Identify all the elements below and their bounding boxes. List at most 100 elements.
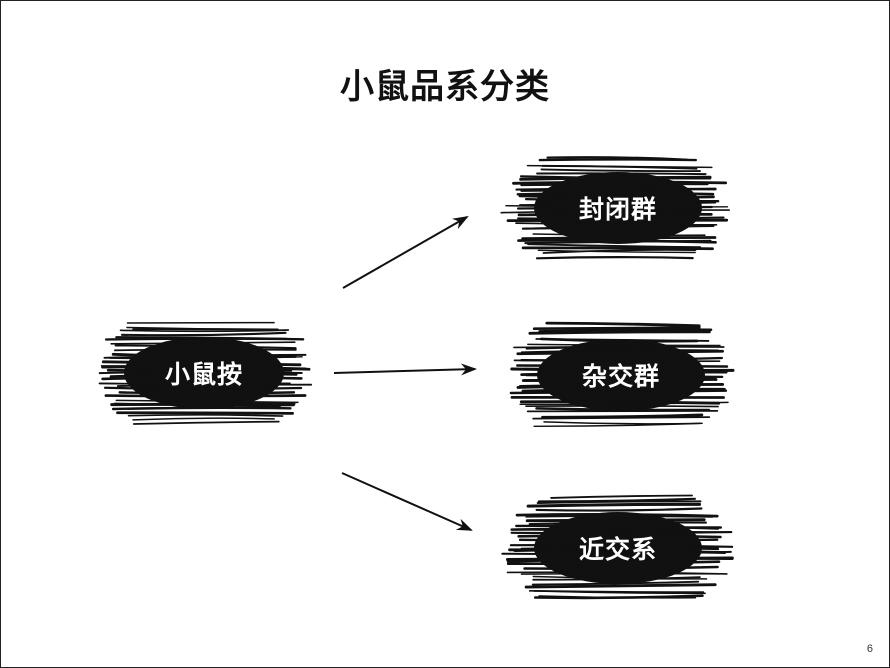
- scribble-stroke: [525, 518, 706, 523]
- scribble-stroke: [517, 534, 722, 539]
- arrow-to-inbred: [341, 472, 473, 531]
- scribble-stroke: [521, 387, 726, 393]
- scribble-stroke: [520, 187, 717, 192]
- scribble-stroke: [518, 194, 715, 199]
- source-node-label: 小鼠按: [164, 360, 244, 389]
- scribble-stroke: [538, 328, 713, 333]
- scribble-stroke: [518, 538, 719, 542]
- scribble-stroke: [528, 521, 707, 526]
- scribble-stroke: [536, 172, 707, 176]
- scribble-stroke: [114, 344, 297, 350]
- scribble-stroke: [532, 416, 711, 420]
- page-number: 6: [866, 643, 873, 655]
- scribble-stroke: [536, 500, 702, 504]
- scribble-stroke: [515, 513, 719, 518]
- scribble-stroke: [114, 348, 297, 352]
- scribble-stroke: [520, 182, 709, 187]
- scribble-stroke: [524, 367, 724, 373]
- scribble-stroke: [525, 373, 724, 379]
- scribble-stroke: [528, 330, 711, 335]
- scribble-stroke: [110, 402, 296, 407]
- scribble-stroke: [103, 353, 307, 359]
- target-node-label-closed-colony: 封闭群: [578, 195, 658, 224]
- scribble-stroke: [527, 343, 721, 347]
- scribble-stroke: [519, 201, 717, 207]
- arrow-to-hybrid: [333, 363, 477, 376]
- scribble-stroke: [532, 326, 701, 331]
- scribble-stroke: [515, 222, 718, 226]
- scribble-stroke: [523, 565, 719, 570]
- scribble-stroke: [120, 331, 287, 337]
- scribble-stroke: [513, 546, 720, 553]
- scribble-stroke: [109, 356, 303, 360]
- scribble-stroke: [532, 233, 706, 237]
- scribble-stroke: [533, 590, 705, 594]
- scribble-stroke: [533, 422, 702, 428]
- scribble-stroke: [116, 382, 291, 388]
- scribble-stroke: [541, 413, 704, 419]
- scribble-stroke: [103, 386, 303, 391]
- scribble-stroke: [519, 401, 729, 406]
- scribble-stroke: [527, 243, 702, 248]
- scribble-stroke: [535, 507, 703, 512]
- scribble-stroke: [525, 515, 714, 518]
- scribble-stroke: [510, 531, 733, 535]
- scribble-stroke: [510, 526, 723, 531]
- scribble-stroke: [119, 329, 290, 333]
- scribble-stroke: [516, 205, 713, 210]
- scribble-stroke: [516, 364, 729, 368]
- scribble-stroke: [535, 256, 694, 260]
- scribble-hybrid: [509, 321, 735, 428]
- scribble-stroke: [526, 410, 719, 413]
- scribble-stroke: [506, 560, 721, 566]
- scribble-stroke: [538, 158, 697, 162]
- scribble-inbred: [501, 494, 734, 600]
- source-scribble: [98, 321, 313, 425]
- scribble-stroke: [101, 360, 302, 367]
- scribble-stroke: [525, 345, 711, 350]
- scribble-stroke: [537, 249, 696, 254]
- arrow-layer: [333, 216, 477, 531]
- scribble-stroke: [115, 399, 299, 404]
- scribble-stroke: [516, 191, 715, 196]
- scribble-stroke: [519, 175, 712, 181]
- scribble-stroke: [517, 212, 713, 217]
- scribble-stroke: [104, 394, 307, 398]
- scribble-stroke: [540, 168, 701, 173]
- scribble-stroke: [524, 197, 720, 203]
- scribble-stroke: [533, 594, 704, 600]
- scribble-stroke: [532, 576, 701, 581]
- slide-title: 小鼠品系分类: [340, 67, 550, 107]
- scribble-stroke: [545, 321, 701, 328]
- scribble-stroke: [517, 216, 725, 220]
- scribble-stroke: [521, 224, 715, 230]
- scribble-stroke: [118, 391, 296, 395]
- scribble-stroke: [525, 405, 719, 408]
- scribble-stroke: [535, 407, 711, 412]
- scribble-stroke: [550, 494, 693, 499]
- scribble-stroke: [521, 246, 714, 251]
- scribble-closed-colony: [500, 156, 731, 260]
- scribble-stroke: [524, 239, 712, 245]
- scribble-stroke: [513, 359, 721, 363]
- scribble-stroke: [520, 349, 720, 354]
- scribble-stroke: [526, 502, 702, 508]
- scribble-stroke: [541, 164, 698, 170]
- scribble-stroke: [101, 365, 311, 371]
- scribble-stroke: [109, 372, 298, 378]
- scribble-stroke: [509, 543, 734, 548]
- target-node-label-hybrid: 杂交群: [581, 362, 661, 391]
- scribble-stroke: [509, 389, 728, 395]
- scribble-stroke: [531, 580, 700, 586]
- scribble-stroke: [500, 209, 731, 214]
- scribble-stroke: [98, 370, 303, 375]
- scribble-stroke: [501, 550, 732, 556]
- scribble-stroke: [116, 411, 294, 415]
- scribble-stroke: [542, 249, 697, 254]
- scribble-stroke: [520, 370, 728, 376]
- scribble-stroke: [524, 583, 717, 589]
- scribble-stroke: [104, 337, 305, 341]
- scribble-stroke: [101, 376, 303, 381]
- scribble-stroke: [127, 414, 284, 417]
